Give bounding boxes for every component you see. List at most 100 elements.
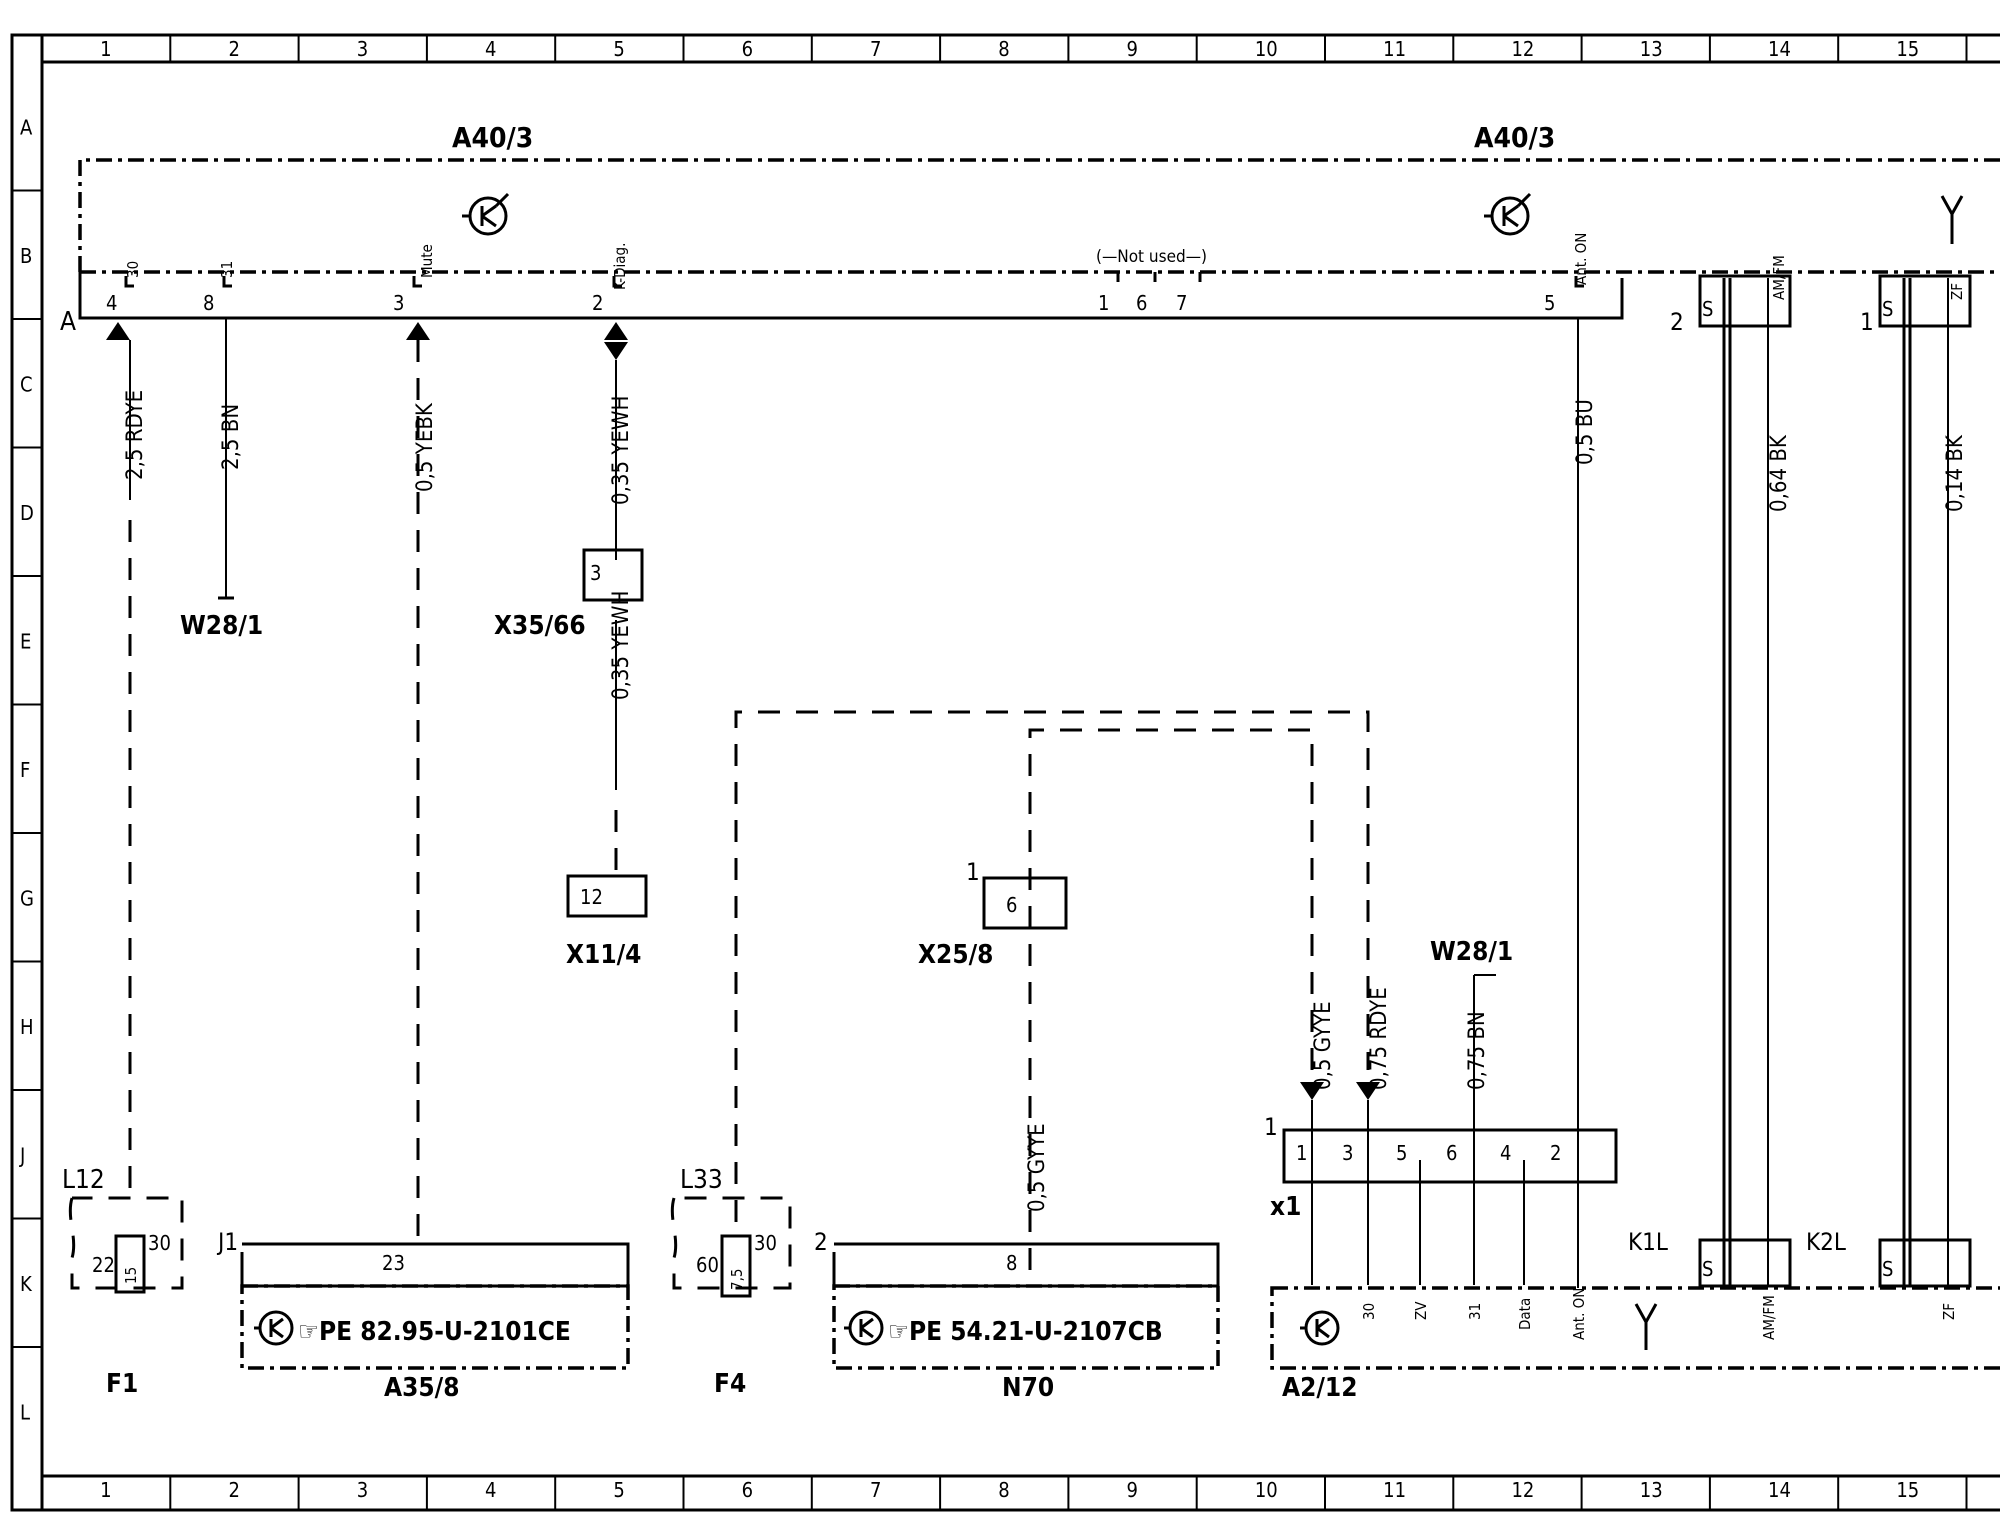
- w28-label-mid: W28/1: [1430, 937, 1513, 967]
- shield-label: S: [1882, 1257, 1893, 1281]
- grid-column-number: 6: [742, 37, 753, 61]
- zf-label: ZF: [1948, 283, 1966, 300]
- n70-label: N70: [1002, 1373, 1054, 1403]
- pin-label: Ant. ON: [1570, 1288, 1588, 1340]
- grid-column-number: 2: [228, 37, 239, 61]
- wire-label: 0,64 BK: [1767, 434, 1792, 512]
- pin-label: 6: [1136, 291, 1147, 315]
- not-used-label: (—Not used—): [1096, 247, 1207, 267]
- pin-label: 2: [814, 1228, 828, 1256]
- pin-label: 5: [1396, 1141, 1407, 1165]
- pin-label: 12: [580, 885, 603, 909]
- pin-label: 30: [148, 1231, 171, 1255]
- am-fm-label: AM/FM: [1770, 255, 1788, 300]
- grid-row-letter: J: [19, 1143, 25, 1167]
- terminal-31-label: 31: [218, 261, 236, 278]
- grid-row-letter: E: [20, 629, 31, 653]
- wire-label: 0,35 YEWH: [609, 591, 634, 700]
- grid-column-number: 13: [1640, 1478, 1663, 1502]
- grid-row-letter: H: [20, 1015, 34, 1039]
- grid-row-letter: G: [20, 886, 34, 910]
- wire-label: 2,5 RDYE: [123, 390, 148, 480]
- coax-number: 1: [1860, 308, 1874, 336]
- w28-label-top: W28/1: [180, 611, 263, 641]
- radio-component-icon: [254, 1310, 294, 1346]
- pin-label: ZV: [1412, 1301, 1430, 1320]
- pin-label: 6: [1006, 893, 1017, 917]
- grid-column-number: 3: [357, 37, 368, 61]
- pin-label: 5: [1544, 291, 1555, 315]
- grid-column-number: 15: [1896, 37, 1919, 61]
- pin-label: 7: [1176, 291, 1187, 315]
- grid-column-number: 11: [1383, 37, 1406, 61]
- pin-label: 2: [592, 291, 603, 315]
- pin-label: 3: [1342, 1141, 1353, 1165]
- pin-label: 3: [393, 291, 404, 315]
- mute-label: Mute: [418, 244, 436, 278]
- shield-label: S: [1882, 297, 1893, 321]
- a40-label-right: A40/3: [1474, 121, 1555, 154]
- shield-label: S: [1702, 297, 1713, 321]
- ant-on-label: Ant. ON: [1572, 233, 1590, 285]
- pin-label: 23: [382, 1251, 405, 1275]
- grid-column-number: 10: [1255, 37, 1278, 61]
- pin-label: 30: [1360, 1303, 1378, 1320]
- grid-row-letter: C: [20, 372, 33, 396]
- j1-label: J1: [216, 1228, 238, 1256]
- pin-label: 30: [754, 1231, 777, 1255]
- grid-column-number: 12: [1511, 1478, 1534, 1502]
- radio-component-icon: [1300, 1310, 1340, 1346]
- grid-row-letter: D: [20, 501, 34, 525]
- grid-column-number: 5: [613, 1478, 624, 1502]
- grid-column-number: 4: [485, 37, 496, 61]
- a40-label-left: A40/3: [452, 121, 533, 154]
- grid-row-letter: L: [20, 1400, 30, 1424]
- grid-column-number: 11: [1383, 1478, 1406, 1502]
- n70-reference: ☞PE 54.21-U-2107CB: [888, 1317, 1163, 1347]
- antenna-icon: [1634, 1303, 1658, 1350]
- pin-label: 15: [122, 1267, 140, 1284]
- wire-label: 0,75 RDYE: [1367, 987, 1392, 1090]
- grid-column-number: 4: [485, 1478, 496, 1502]
- radio-component-icon: [1484, 192, 1532, 236]
- fuse-f1: L12 22 15 30 F1: [62, 1165, 184, 1399]
- wire-label: 0,14 BK: [1943, 434, 1968, 512]
- pin-label: 4: [106, 291, 117, 315]
- grid-column-number: 1: [100, 1478, 111, 1502]
- pin-label: 1: [966, 858, 980, 886]
- f4-label: F4: [714, 1369, 746, 1399]
- a40-radio-unit: A40/3 A40/3 A 4 8 3 2 1 6 7 5 30 31 Mute…: [60, 121, 2000, 337]
- grid-column-number: 15: [1896, 1478, 1919, 1502]
- x25-label: X25/8: [918, 940, 993, 970]
- grid-column-number: 9: [1127, 37, 1138, 61]
- wire-label: 0,5 BU: [1573, 399, 1598, 465]
- l12-label: L12: [62, 1165, 105, 1195]
- grid-column-number: 3: [357, 1478, 368, 1502]
- coax-number: 2: [1670, 308, 1684, 336]
- grid-row-letter: F: [20, 758, 30, 782]
- wires: 2,5 RDYE 2,5 BN W28/1 0,5 YEBK 0,35 YEWH…: [106, 274, 1972, 1288]
- component-n70: 2 8 ☞PE 54.21-U-2107CB N70: [814, 1228, 1220, 1403]
- wire-label: 0,35 YEWH: [609, 396, 634, 505]
- component-a35-8: J1 23 ☞PE 82.95-U-2101CE A35/8: [216, 1228, 630, 1403]
- x11-label: X11/4: [566, 940, 641, 970]
- grid-row-letter: K: [20, 1272, 33, 1296]
- pin-label: 7,5: [728, 1269, 746, 1290]
- grid-column-number: 7: [870, 1478, 881, 1502]
- a2-label: A2/12: [1282, 1373, 1357, 1403]
- a35-label: A35/8: [384, 1373, 459, 1403]
- grid-column-number: 6: [742, 1478, 753, 1502]
- grid-column-number: 13: [1640, 37, 1663, 61]
- component-a2-12: 30 ZV 31 Data Ant. ON AM/FM ZF A2/12: [1270, 1286, 2000, 1403]
- wire-label: 0,5 GYYE: [1311, 1001, 1336, 1090]
- wire-label: 2,5 BN: [219, 404, 244, 470]
- pin-label: 8: [1006, 1251, 1017, 1275]
- pin-label: 60: [696, 1253, 719, 1277]
- grid-column-number: 1: [100, 37, 111, 61]
- pin-label: 4: [1500, 1141, 1511, 1165]
- grid-column-number: 8: [998, 1478, 1009, 1502]
- wire-label: 0,75 BN: [1465, 1011, 1490, 1090]
